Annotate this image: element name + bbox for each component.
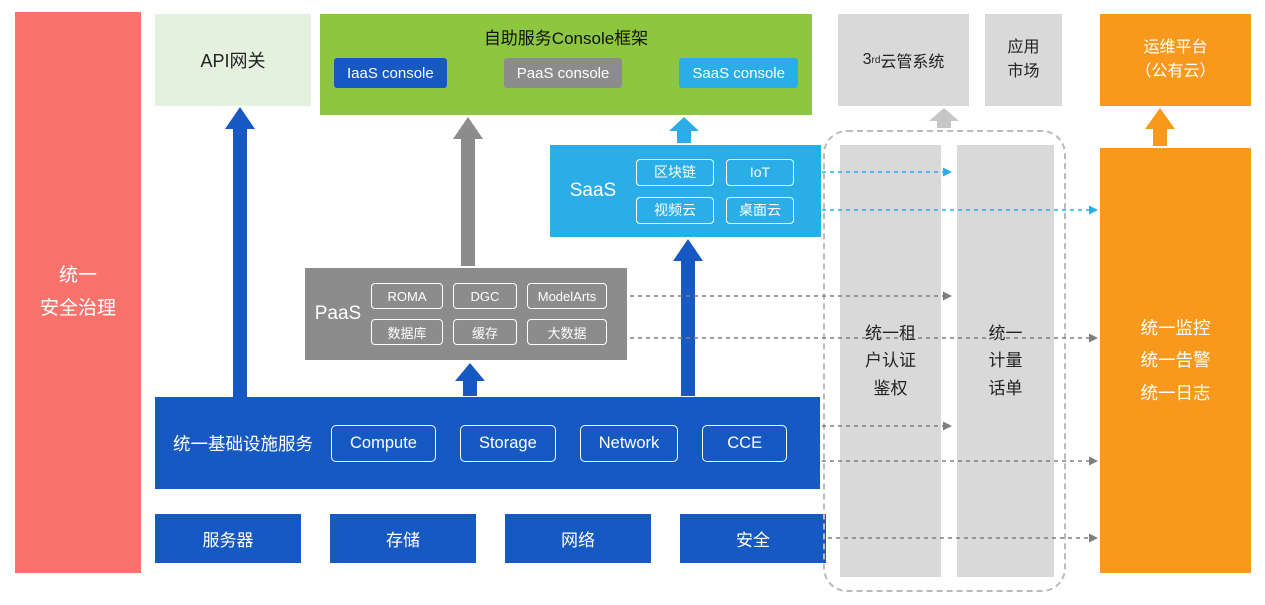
paas-item-cache: 缓存	[453, 319, 517, 345]
hardware-box-storage: 存储	[330, 514, 476, 563]
iaas-console-chip: IaaS console	[334, 58, 447, 88]
arrow-auth-to-third-party	[929, 108, 959, 128]
auth-column: 统一租 户认证 鉴权	[840, 145, 941, 577]
iaas-item-compute: Compute	[331, 424, 436, 462]
paas-item-modelarts: ModelArts	[527, 283, 607, 309]
ops-platform-box: 运维平台 （公有云）	[1100, 14, 1251, 106]
billing-column: 统一 计量 话单	[957, 145, 1054, 577]
paas-item-database: 数据库	[371, 319, 443, 345]
app-market-box: 应用 市场	[985, 14, 1062, 106]
paas-item-roma: ROMA	[371, 283, 443, 309]
iaas-item-network: Network	[579, 424, 679, 462]
saas-console-chip: SaaS console	[679, 58, 798, 88]
monitor-line-logs: 统一日志	[1140, 382, 1211, 403]
console-frame: 自助服务Console框架 IaaS console PaaS console …	[320, 14, 812, 115]
security-governance-bar: 统一 安全治理	[15, 12, 141, 573]
saas-item-desktop-cloud: 桌面云	[726, 196, 794, 224]
monitor-box: 统一监控 统一告警 统一日志	[1100, 148, 1251, 573]
arrow-saas-to-console	[669, 117, 699, 143]
hardware-box-server: 服务器	[155, 514, 301, 563]
third-party-superscript: rd	[871, 54, 881, 66]
api-gateway-box: API网关	[155, 14, 311, 106]
saas-item-iot: IoT	[726, 158, 794, 186]
paas-box: PaaS ROMA DGC ModelArts 数据库 缓存 大数据	[305, 268, 627, 360]
arrow-iaas-to-paas	[455, 363, 485, 396]
iaas-item-storage: Storage	[459, 424, 556, 462]
saas-item-video-cloud: 视频云	[636, 196, 714, 224]
arrow-monitor-to-ops	[1145, 108, 1175, 146]
paas-item-dgc: DGC	[453, 283, 517, 309]
third-party-text: 云管系统	[880, 54, 945, 71]
iaas-box: 统一基础设施服务 Compute Storage Network CCE	[155, 397, 820, 489]
monitor-line-alarm: 统一告警	[1140, 350, 1211, 371]
iaas-item-cce: CCE	[702, 424, 788, 462]
arrow-iaas-to-api-gateway	[225, 107, 255, 397]
saas-box: SaaS 区块链 IoT 视频云 桌面云	[550, 145, 821, 237]
arrow-iaas-to-saas	[673, 239, 703, 396]
console-frame-title: 自助服务Console框架	[483, 29, 649, 48]
saas-label: SaaS	[569, 180, 617, 201]
paas-item-bigdata: 大数据	[527, 319, 607, 345]
hardware-box-security: 安全	[680, 514, 826, 563]
paas-console-chip: PaaS console	[503, 58, 623, 88]
iaas-label: 统一基础设施服务	[173, 433, 313, 454]
monitor-line-monitoring: 统一监控	[1140, 317, 1211, 338]
saas-item-blockchain: 区块链	[636, 158, 714, 186]
tenant-services-dashed-container	[823, 130, 1066, 592]
hardware-box-network: 网络	[505, 514, 651, 563]
arrow-paas-to-console	[453, 117, 483, 266]
third-party-number: 3	[862, 51, 872, 68]
paas-label: PaaS	[314, 303, 362, 324]
